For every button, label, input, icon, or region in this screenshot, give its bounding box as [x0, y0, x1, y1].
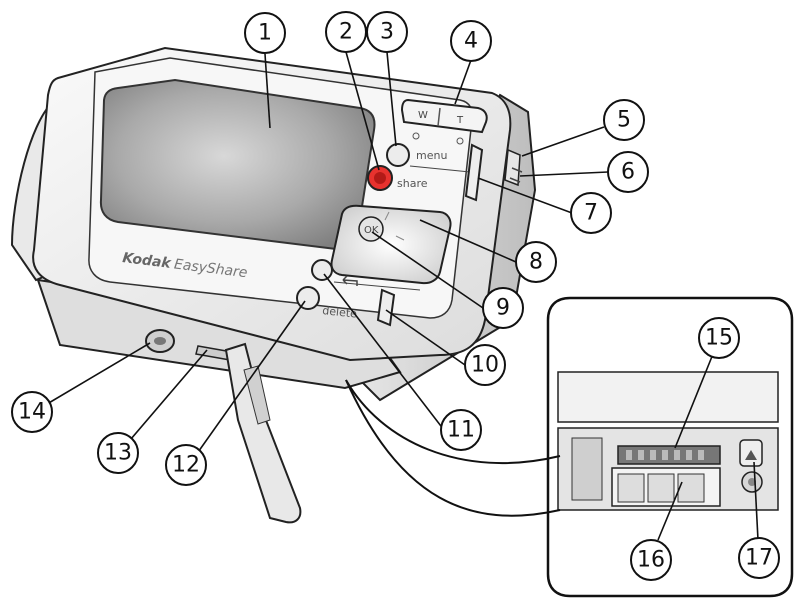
- zoom-out-icon: [412, 132, 420, 140]
- battery-door-hinge: [243, 365, 271, 425]
- leader-17: [753, 461, 759, 541]
- callout-6: 6: [607, 151, 649, 193]
- back-divider: [333, 281, 421, 291]
- leader-5: [521, 126, 605, 157]
- svg-text:8: 8: [529, 250, 543, 275]
- inset-connector-top: [345, 379, 561, 464]
- callout-2: 2: [325, 11, 367, 53]
- menu-divider: [409, 165, 471, 173]
- leader-15: [674, 353, 714, 449]
- menu-button[interactable]: [386, 143, 410, 167]
- card-guide: [571, 437, 603, 501]
- svg-text:10: 10: [471, 353, 499, 378]
- ok-button-label: OK: [364, 225, 379, 236]
- svg-text:1: 1: [258, 21, 272, 46]
- battery-latch-arrow-icon: [745, 450, 757, 460]
- controller-arrow-marks: [384, 211, 405, 241]
- callout-3: 3: [366, 11, 408, 53]
- callout-13: 13: [97, 432, 139, 474]
- lcd-screen: [99, 78, 376, 251]
- svg-text:6: 6: [621, 160, 635, 185]
- brand-logo: Kodak EasyShare: [122, 250, 249, 281]
- sd-card-slot[interactable]: [617, 445, 721, 465]
- zoom-lever[interactable]: W T: [400, 98, 488, 145]
- leader-11: [323, 273, 445, 431]
- svg-text:11: 11: [447, 418, 475, 443]
- share-button-label: share: [397, 177, 428, 190]
- callout-10: 10: [464, 344, 506, 386]
- svg-text:4: 4: [464, 29, 478, 54]
- leader-13: [118, 349, 208, 454]
- battery-release-center: [748, 478, 756, 486]
- callout-9: 9: [482, 287, 524, 329]
- leader-10: [385, 309, 466, 366]
- share-button-center: [374, 172, 386, 184]
- leader-16: [657, 481, 683, 541]
- zoom-in-icon: [456, 137, 464, 145]
- callout-11: 11: [440, 409, 482, 451]
- tripod-socket-hole: [154, 337, 166, 345]
- leader-lines: [41, 51, 759, 541]
- side-slider-7[interactable]: [464, 143, 484, 202]
- battery-cell-2: [647, 473, 675, 503]
- inset-camera-edge: [557, 371, 779, 423]
- callout-8: 8: [515, 241, 557, 283]
- zoom-lever-body[interactable]: [400, 98, 488, 134]
- leader-8: [419, 219, 517, 263]
- svg-text:13: 13: [104, 441, 132, 466]
- battery-cell-3: [677, 473, 705, 503]
- leader-1: [264, 53, 271, 129]
- callout-15: 15: [698, 317, 740, 359]
- delete-button-label: delete: [322, 304, 358, 321]
- zoom-wide-label: W: [418, 110, 428, 121]
- svg-text:5: 5: [617, 108, 631, 133]
- back-button[interactable]: [311, 259, 333, 281]
- menu-button-label: menu: [416, 149, 447, 162]
- side-grip-lines: [509, 167, 523, 183]
- brand-bold-text: Kodak: [122, 250, 174, 272]
- callout-4: 4: [450, 20, 492, 62]
- zoom-lever-divider: [437, 107, 441, 127]
- callout-17: 17: [738, 537, 780, 579]
- callout-14: 14: [11, 391, 53, 433]
- svg-text:16: 16: [637, 548, 665, 573]
- callout-16: 16: [630, 539, 672, 581]
- svg-text:12: 12: [172, 453, 200, 478]
- inset-connector-bottom: [345, 379, 561, 517]
- callout-5: 5: [603, 99, 645, 141]
- svg-text:9: 9: [496, 296, 510, 321]
- strap-post-10: [376, 288, 396, 327]
- svg-text:17: 17: [745, 546, 773, 571]
- leader-6: [519, 171, 609, 177]
- battery-door[interactable]: [224, 342, 302, 524]
- battery-cell-1: [617, 473, 645, 503]
- callout-1: 1: [244, 12, 286, 54]
- leader-2: [345, 51, 380, 171]
- leader-12: [195, 300, 306, 456]
- sd-card-pins: [626, 450, 704, 460]
- zoom-tele-label: T: [456, 115, 464, 126]
- leader-3: [386, 51, 397, 147]
- inset-detail: [546, 296, 794, 598]
- leader-9: [371, 231, 484, 309]
- svg-text:15: 15: [705, 326, 733, 351]
- svg-text:7: 7: [584, 201, 598, 226]
- leader-14: [41, 342, 151, 408]
- svg-text:14: 14: [18, 400, 46, 425]
- callout-12: 12: [165, 444, 207, 486]
- svg-text:3: 3: [380, 20, 394, 45]
- leader-4: [454, 59, 472, 105]
- delete-button[interactable]: [296, 286, 320, 310]
- leader-7: [477, 177, 573, 214]
- callout-7: 7: [570, 192, 612, 234]
- svg-text:2: 2: [339, 20, 353, 45]
